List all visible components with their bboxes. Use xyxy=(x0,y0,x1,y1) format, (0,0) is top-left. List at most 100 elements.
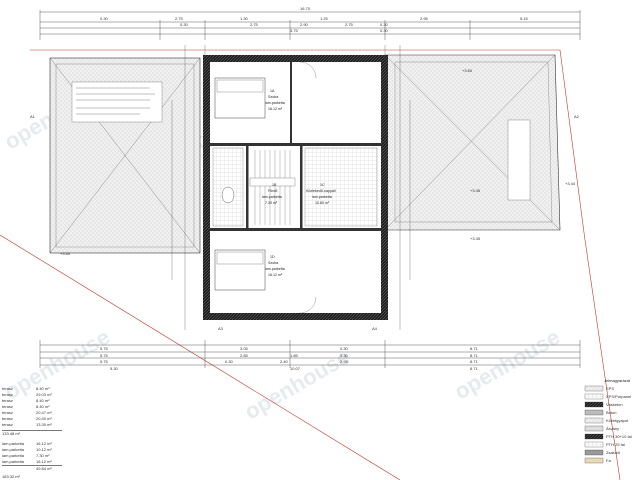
legend: Jelmagyarázat EPS XPS/Purpanel Vasbeton … xyxy=(584,378,632,464)
level-label: +3.60 xyxy=(462,68,473,73)
dim-label: 5.75 xyxy=(100,359,109,364)
legend-label: Vasbeton xyxy=(606,402,623,407)
dim-label: 2.90 xyxy=(300,22,309,27)
room-id: 1D xyxy=(270,255,275,259)
dim-label: 1.85 xyxy=(290,353,299,358)
area-sum-value: 49.84 m² xyxy=(36,466,52,471)
dim-label: 5.30 xyxy=(110,366,119,371)
dim-label: 10.07 xyxy=(290,366,301,371)
room-area: 16.12 m² xyxy=(268,273,283,277)
bottom-dimension-lines xyxy=(39,340,581,368)
area-label: terasz xyxy=(2,386,13,391)
level-label: +3.60 xyxy=(60,251,71,256)
room-area: 10.80 m² xyxy=(315,201,330,205)
dim-label: 2.75 xyxy=(175,16,184,21)
area-row: lam.parketta 7.30 m² xyxy=(2,453,62,459)
room-labels: 1A Szoba lam.parketta 16.12 m² 1B Fürdő … xyxy=(218,89,378,331)
bottom-dimension-texts: 5.75 3.05 0.30 8.71 5.75 2.85 1.85 3.30 … xyxy=(100,346,479,371)
dim-label: 2.40 xyxy=(280,359,289,364)
area-label: terasz xyxy=(2,410,13,415)
legend-label: Zsalukő xyxy=(606,450,621,455)
area-value: 8.40 m² xyxy=(36,398,50,403)
legend-title: Jelmagyarázat xyxy=(604,378,631,383)
grid-lines xyxy=(171,45,411,330)
legend-label: Kőzetgyapot xyxy=(606,418,629,423)
right-terrace: +3.60 +3.45 +3.44 +3.45 A2 xyxy=(384,54,580,241)
dim-label: 0.30 xyxy=(380,22,389,27)
room-interiors xyxy=(212,61,378,314)
dim-label: 0.30 xyxy=(340,346,349,351)
room-name: Szoba xyxy=(268,261,278,265)
area-label: terasz xyxy=(2,404,13,409)
area-label: terasz xyxy=(2,422,13,427)
area-total: 183.32 m² xyxy=(2,474,62,480)
dim-label: 2.75 xyxy=(345,22,354,27)
room-area: 7.30 m² xyxy=(265,201,278,205)
dim-label: 3.75 xyxy=(290,28,299,33)
area-value: 7.30 m² xyxy=(36,453,50,458)
room-floor: lam.parketta xyxy=(265,267,285,271)
area-value: 29.03 m² xyxy=(36,392,52,397)
level-label: +3.45 xyxy=(470,188,481,193)
section-mark: A4 xyxy=(372,326,378,331)
room-id: 1A xyxy=(270,89,275,93)
area-value: 8.40 m² xyxy=(36,386,50,391)
area-sum: 49.84 m² xyxy=(2,465,62,473)
area-label: lam.parketta xyxy=(2,453,25,458)
room-area: 16.12 m² xyxy=(268,107,283,111)
area-label: lam.parketta xyxy=(2,459,25,464)
area-label: terasz xyxy=(2,398,13,403)
dim-label: 1.25 xyxy=(320,16,329,21)
room-id: 1C xyxy=(320,183,325,187)
room-id: 1B xyxy=(272,183,277,187)
area-row: lam.parketta 16.12 m² xyxy=(2,459,62,465)
dim-label: 2.95 xyxy=(420,16,429,21)
area-value: 16.12 m² xyxy=(36,441,52,446)
legend-labels: EPS XPS/Purpanel Vasbeton Beton Kőzetgya… xyxy=(606,386,632,463)
legend-swatches xyxy=(584,385,604,464)
dim-label: 8.71 xyxy=(470,346,479,351)
level-label: +3.44 xyxy=(565,181,576,186)
top-dimension-lines xyxy=(39,10,581,40)
dim-label: 0.30 xyxy=(180,22,189,27)
area-value: 16.12 m² xyxy=(36,459,52,464)
room-floor: lam.parketta xyxy=(262,195,282,199)
legend-label: PTH 25 fal xyxy=(606,442,625,447)
dim-label: 2.75 xyxy=(250,22,259,27)
dim-label: 8.71 xyxy=(470,366,479,371)
legend-label: Ásvány xyxy=(606,426,619,431)
legend-label: Beton xyxy=(606,410,616,415)
dim-label: 1.30 xyxy=(240,16,249,21)
dim-total: 16.70 xyxy=(300,6,311,11)
room-floor: lam.parketta xyxy=(265,101,285,105)
area-sum-value: 133.48 m² xyxy=(2,431,21,436)
section-mark: A1 xyxy=(30,114,36,119)
area-label: terasz xyxy=(2,416,13,421)
area-row: terasz 8.40 m² xyxy=(2,404,62,410)
watermark: openhouse xyxy=(450,324,564,404)
property-line xyxy=(0,49,621,480)
dim-label: 0.30 xyxy=(100,16,109,21)
level-label: +3.45 xyxy=(470,236,481,241)
legend-label: EPS xyxy=(606,386,614,391)
room-name: Szoba xyxy=(268,95,278,99)
area-label: lam.parketta xyxy=(2,447,25,452)
dim-label: 8.71 xyxy=(470,353,479,358)
dim-label: 3.05 xyxy=(240,346,249,351)
area-value: 8.40 m² xyxy=(36,404,50,409)
section-mark: A3 xyxy=(218,326,224,331)
dim-label: 5.75 xyxy=(100,353,109,358)
dim-label: 5.75 xyxy=(100,346,109,351)
dim-label: 8.71 xyxy=(470,359,479,364)
dim-label: 0.30 xyxy=(380,28,389,33)
area-value: 13.30 m² xyxy=(36,422,52,427)
left-terrace: +3.60 A1 xyxy=(30,57,201,256)
room-name: Közlekedő-nappali xyxy=(306,189,336,193)
room-floor: lam.parketta xyxy=(312,195,332,199)
area-total-value: 183.32 m² xyxy=(2,474,21,479)
